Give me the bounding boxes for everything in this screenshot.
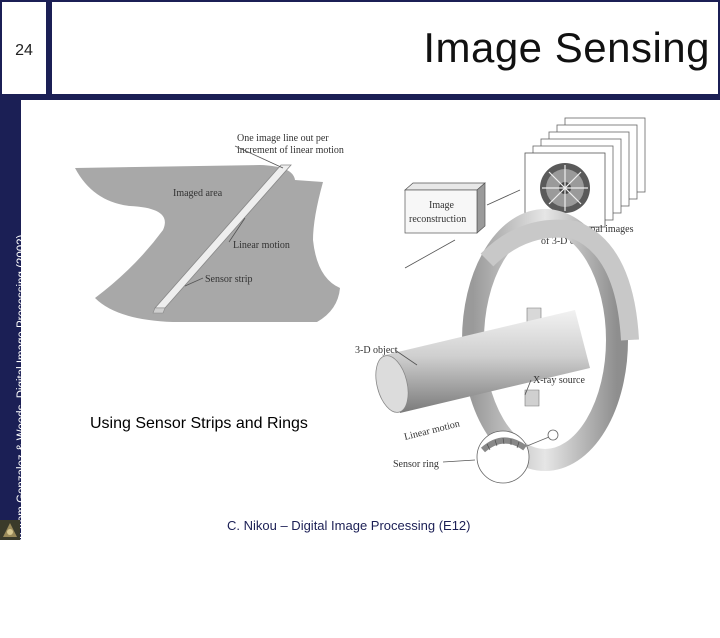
label-one-line: One image line out per (237, 133, 329, 144)
figure-caption: Using Sensor Strips and Rings (88, 414, 310, 434)
label-image: Image (429, 200, 455, 211)
slide-number-box: 24 (0, 0, 50, 96)
label-linear-motion-2: Linear motion (403, 418, 461, 442)
label-increment: increment of linear motion (237, 145, 344, 156)
sensor-figure: One image line out per increment of line… (75, 117, 646, 484)
cross-section-stack (524, 117, 646, 228)
university-logo-icon (0, 520, 20, 540)
side-credit-strip: Images taken from Gonzalez & Woods, Digi… (0, 100, 28, 601)
side-credit-text: Images taken from Gonzalez & Woods, Digi… (16, 234, 28, 602)
label-xray-source: X-ray source (533, 375, 585, 386)
slide-title: Image Sensing (423, 24, 710, 71)
label-sensor-strip: Sensor strip (205, 274, 253, 285)
label-sensor-ring: Sensor ring (393, 459, 439, 470)
label-imaged-area: Imaged area (173, 188, 223, 199)
3d-object-rod (385, 310, 590, 413)
imaged-area-shape (75, 165, 340, 322)
title-divider (0, 96, 720, 100)
label-3d-object: 3-D object (355, 345, 398, 356)
label-linear-motion: Linear motion (233, 240, 290, 251)
slide-number: 24 (15, 42, 33, 59)
label-of-3d: of 3-D object (541, 236, 595, 247)
label-reconstruction: reconstruction (409, 214, 466, 225)
footer-credit: C. Nikou – Digital Image Processing (E12… (227, 518, 471, 533)
title-panel: Image Sensing (50, 0, 720, 96)
